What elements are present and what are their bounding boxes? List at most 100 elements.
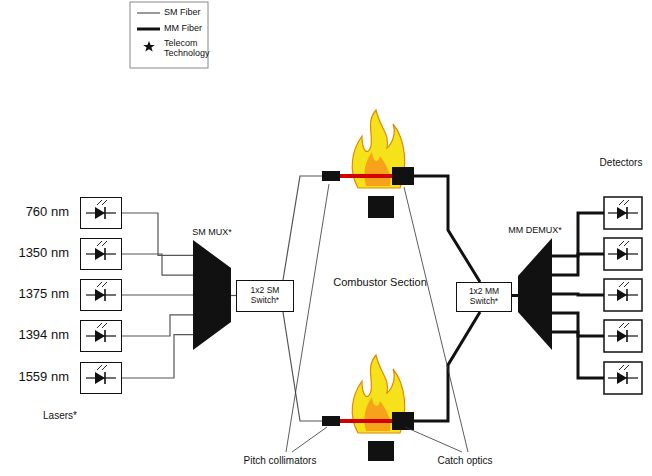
demultiplexer: MM DEMUX* <box>518 238 552 350</box>
catch-optic <box>392 412 414 430</box>
trapezoid-shape <box>193 240 231 350</box>
light-arrow <box>619 323 624 328</box>
light-arrow <box>624 365 629 370</box>
trapezoid <box>518 238 552 350</box>
detector-box <box>604 238 642 270</box>
fiber-connector <box>122 315 193 336</box>
diode-bar <box>104 289 106 301</box>
diode-triangle <box>95 207 105 219</box>
wavelength-label: 760 nm <box>26 204 69 219</box>
switch-label: 1x2 MM Switch* <box>457 285 511 309</box>
diode-triangle <box>617 372 627 384</box>
light-arrow <box>624 241 629 246</box>
combustor <box>322 355 414 461</box>
diode-triangle <box>95 289 105 301</box>
light-arrow <box>102 282 107 287</box>
group-label: Lasers* <box>20 410 100 422</box>
detector-box <box>604 320 642 352</box>
light-arrow <box>102 200 107 205</box>
leader-line <box>292 427 327 452</box>
diode-symbols <box>86 200 116 384</box>
diode-triangle <box>617 330 627 342</box>
pitch-collimator <box>322 416 340 426</box>
light-arrow <box>619 282 624 287</box>
fiber-connector <box>512 294 518 297</box>
multiplexer: SM MUX* <box>193 240 231 350</box>
legend-text: MM Fiber <box>164 23 206 33</box>
diode-bar <box>626 248 628 260</box>
fiber-connector <box>122 294 193 295</box>
fiber-connector <box>122 335 193 378</box>
pitch-collimator <box>322 171 340 181</box>
legend-frame <box>130 2 208 68</box>
light-arrow <box>97 200 102 205</box>
laser-box: 760 nm <box>80 197 122 229</box>
light-arrow <box>102 241 107 246</box>
legend-text: SM Fiber <box>164 7 206 17</box>
section-label: Combustor Section <box>330 276 430 289</box>
diode-bar <box>104 372 106 384</box>
catch-optic <box>392 167 414 185</box>
mm-fiber <box>552 254 604 275</box>
fiber-connector <box>122 254 193 275</box>
wavelength-label: 1394 nm <box>18 327 69 342</box>
burner-block <box>368 441 394 461</box>
legend-text: Telecom Technology <box>164 38 206 59</box>
laser-box: 1394 nm <box>80 320 122 352</box>
diode-triangle <box>95 330 105 342</box>
light-arrow <box>624 323 629 328</box>
switch-label: 1x2 SM Switch* <box>237 284 293 308</box>
diode-bar <box>626 289 628 301</box>
mux-label: MM DEMUX* <box>508 225 562 235</box>
mm-fiber <box>552 294 604 295</box>
detectors <box>552 197 642 394</box>
diode-bar <box>104 330 106 342</box>
leader-line <box>405 427 462 452</box>
switch-box: 1x2 MM Switch* <box>456 282 512 312</box>
fiber-connector <box>122 213 193 255</box>
light-arrow <box>624 282 629 287</box>
detector-box <box>604 279 642 311</box>
light-arrow <box>97 365 102 370</box>
light-arrow <box>97 323 102 328</box>
flame-core <box>364 397 390 431</box>
light-arrow <box>619 241 624 246</box>
diode-triangle <box>617 289 627 301</box>
callout-label: Pitch collimators <box>225 455 335 467</box>
leader-line <box>404 187 468 452</box>
diode-triangle <box>617 207 627 219</box>
sm-fiber-sample <box>137 12 160 13</box>
wavelength-label: 1350 nm <box>18 245 69 260</box>
diode-triangle <box>95 372 105 384</box>
wavelength-label: 1559 nm <box>18 369 69 384</box>
star-sample <box>143 41 155 52</box>
diode-triangle <box>617 248 627 260</box>
laser-box: 1375 nm <box>80 279 122 311</box>
mm-fiber-sample <box>137 28 160 31</box>
diode-bar <box>104 248 106 260</box>
callout-label: Catch optics <box>415 455 515 467</box>
light-arrow <box>619 200 624 205</box>
light-arrow <box>102 365 107 370</box>
diode-bar <box>104 207 106 219</box>
laser-box: 1350 nm <box>80 238 122 270</box>
laser-beam <box>340 174 392 178</box>
light-arrow <box>97 241 102 246</box>
light-arrow <box>102 323 107 328</box>
mm-fiber <box>552 332 604 378</box>
switch-box: 1x2 SM Switch* <box>236 280 294 312</box>
diode-bar <box>626 330 628 342</box>
trapezoid-shape <box>518 238 552 350</box>
group-label: Detectors <box>590 157 652 169</box>
light-arrow <box>97 282 102 287</box>
trapezoid <box>193 240 231 350</box>
wavelength-label: 1375 nm <box>18 286 69 301</box>
diode-bar <box>626 372 628 384</box>
laser-box: 1559 nm <box>80 362 122 394</box>
laser-beam <box>340 419 392 423</box>
mm-fiber <box>414 176 480 282</box>
diode-bar <box>626 207 628 219</box>
sm-fiber <box>283 312 322 421</box>
combustor <box>322 110 414 218</box>
